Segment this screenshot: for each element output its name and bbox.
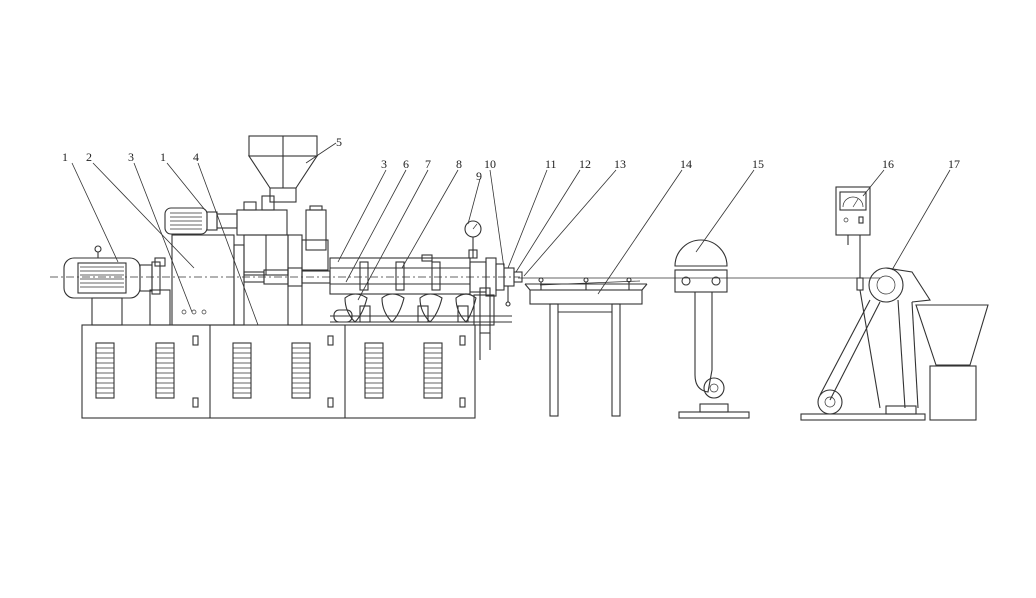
control-meter-box [835, 186, 871, 291]
label-3b: 3 [381, 157, 387, 171]
label-11: 11 [545, 157, 557, 171]
label-15: 15 [752, 157, 764, 171]
label-12: 12 [579, 157, 591, 171]
label-6: 6 [403, 157, 409, 171]
cooling-tank [524, 277, 648, 417]
label-1a: 1 [62, 150, 68, 164]
label-5: 5 [336, 135, 342, 149]
extruder-barrel [329, 254, 471, 295]
machine-base [81, 324, 476, 419]
label-9: 9 [476, 169, 482, 183]
label-1b: 1 [160, 150, 166, 164]
die-head [469, 257, 523, 360]
callout-labels: 1 2 3 1 4 5 3 6 7 8 9 10 11 12 13 14 15 … [62, 135, 960, 183]
hopper [247, 135, 319, 203]
label-2: 2 [86, 150, 92, 164]
auxiliary-motor [164, 207, 238, 235]
label-17: 17 [948, 157, 960, 171]
label-7: 7 [425, 157, 431, 171]
gearbox [171, 234, 245, 326]
haul-off-unit [674, 239, 750, 419]
cooling-fans [330, 293, 512, 326]
label-8: 8 [456, 157, 462, 171]
label-3a: 3 [128, 150, 134, 164]
label-14: 14 [680, 157, 692, 171]
winder-unit [800, 267, 931, 421]
leader-lines [71, 142, 951, 326]
label-10: 10 [484, 157, 496, 171]
label-4: 4 [193, 150, 199, 164]
label-16: 16 [882, 157, 894, 171]
label-13: 13 [614, 157, 626, 171]
drive-motor [63, 245, 171, 326]
ventilation-grilles [95, 342, 443, 399]
pressure-gauge [464, 220, 482, 259]
collection-bin [915, 304, 989, 421]
